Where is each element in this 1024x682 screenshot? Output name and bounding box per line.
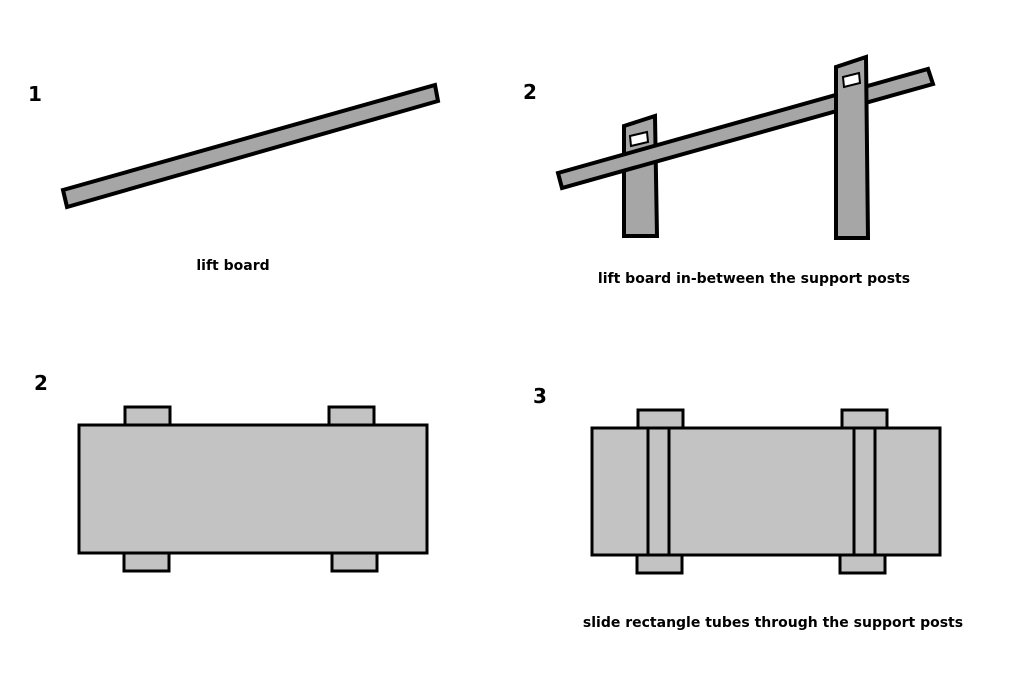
board-top-view-with-tubes	[590, 426, 942, 557]
post-tab-top-left	[123, 405, 172, 427]
lift-board	[60, 82, 441, 210]
post-tab-bottom-right	[838, 553, 887, 575]
post-slot-right	[841, 71, 862, 89]
post-tab-bottom-right	[330, 551, 379, 573]
panel-1: 1 lift board	[28, 82, 441, 274]
board-top-view	[77, 423, 429, 555]
panel-3: 2	[34, 371, 429, 573]
rectangle-tube-right	[852, 426, 877, 557]
post-slot-left	[628, 130, 650, 148]
support-post-right	[834, 54, 871, 240]
panel-2: 2 lift board in-between the support post…	[523, 54, 936, 287]
panel-4-number: 3	[533, 384, 547, 408]
post-tab-bottom-left	[635, 553, 684, 575]
post-tab-top-right	[840, 408, 889, 430]
panel-4-caption: slide rectangle tubes through the suppor…	[583, 615, 963, 631]
panel-3-number: 2	[34, 371, 48, 395]
panel-2-caption: lift board in-between the support posts	[598, 271, 910, 287]
panel-1-caption: lift board	[196, 258, 269, 274]
panel-1-number: 1	[28, 82, 42, 106]
post-tab-top-right	[327, 405, 376, 427]
panel-2-number: 2	[523, 80, 537, 104]
post-tab-top-left	[636, 408, 685, 430]
panel-4: 3 slide rectangle tubes through the supp…	[533, 384, 963, 631]
post-tab-bottom-left	[122, 551, 171, 573]
lift-board-between-posts	[555, 66, 936, 191]
rectangle-tube-left	[646, 426, 671, 557]
